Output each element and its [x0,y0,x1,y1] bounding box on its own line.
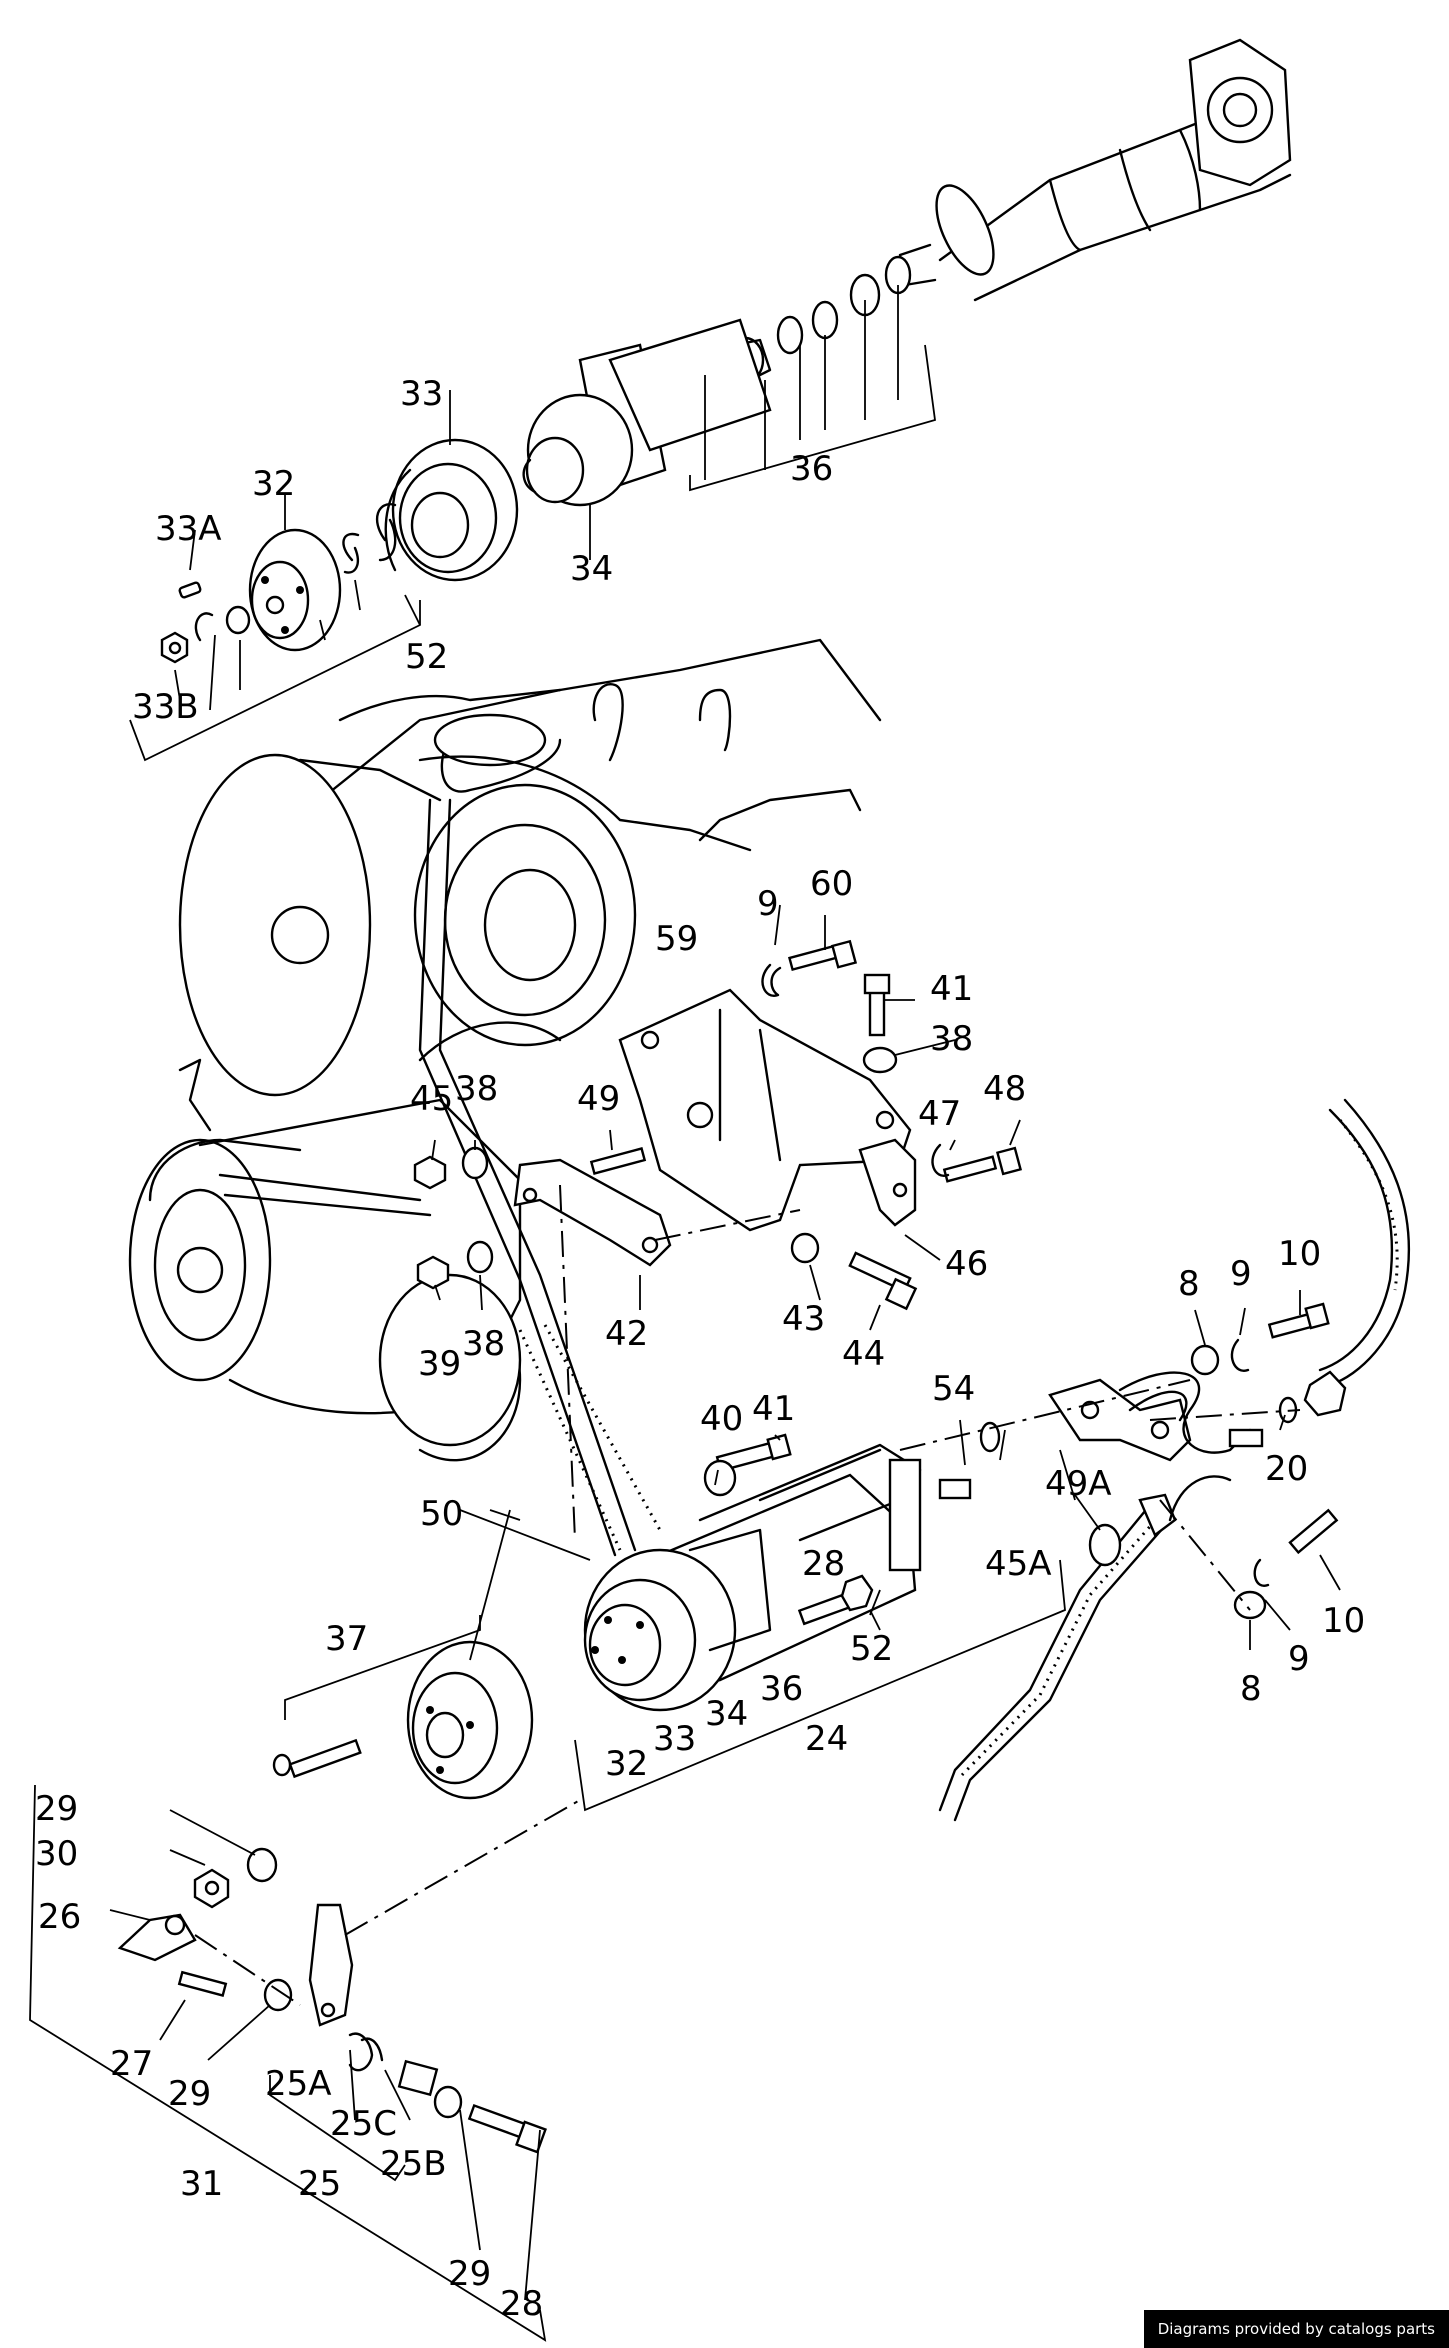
callout-52-top: 52 [405,637,448,677]
callout-43: 43 [782,1299,825,1339]
callout-46: 46 [945,1244,988,1284]
callout-33a: 33A [155,509,222,549]
leader-dashes [194,1184,1301,2006]
callout-29a: 29 [35,1789,78,1829]
callout-41b: 41 [752,1389,795,1429]
callout-27: 27 [110,2044,153,2084]
callout-10a: 10 [1278,1234,1321,1274]
callout-26: 26 [38,1897,81,1937]
callout-59: 59 [655,919,698,959]
callout-10b: 10 [1322,1601,1365,1641]
callout-25c: 25C [330,2104,397,2144]
callout-39: 39 [418,1344,461,1384]
callout-47: 47 [918,1094,961,1134]
callout-33c: 33 [653,1719,696,1759]
callout-8b: 8 [1240,1669,1262,1709]
coil-housing [522,318,772,507]
bracket-46 [858,1138,917,1227]
callout-9b: 9 [1230,1254,1252,1294]
tensioner-assembly [117,1847,547,2154]
callout-25b: 25B [380,2144,447,2184]
callout-36-top: 36 [790,449,833,489]
callout-9a: 9 [757,884,779,924]
callout-32: 32 [252,464,295,504]
callout-25: 25 [298,2164,341,2204]
callout-28b: 28 [500,2284,543,2324]
bracket-31 [29,1784,547,2342]
callout-45a: 45A [985,1544,1052,1584]
callout-45: 45 [410,1079,453,1119]
leader-lines [109,904,1341,2301]
callout-20: 20 [1265,1449,1308,1489]
callout-40: 40 [700,1399,743,1439]
callout-33: 33 [400,374,443,414]
callout-49: 49 [577,1079,620,1119]
pulley-37 [272,1640,534,1800]
callout-49a: 49A [1045,1464,1112,1504]
bracket-52 [129,600,421,762]
callout-labels: 33A 32 33 34 36 52 33B 9 60 59 41 38 45 … [35,374,1365,2324]
callout-32b: 32 [605,1744,648,1784]
refrigerant-hoses [938,1098,1411,1822]
callout-29b: 29 [168,2074,211,2114]
callout-30: 30 [35,1834,78,1874]
callout-28a: 28 [802,1544,845,1584]
callout-34b: 34 [705,1694,748,1734]
callout-31: 31 [180,2164,223,2204]
bracket-42 [513,1158,672,1267]
callout-50: 50 [420,1494,463,1534]
compressor [583,1443,922,1712]
callout-33b: 33B [132,687,199,727]
callout-24: 24 [805,1719,848,1759]
shaft-housing [898,38,1292,302]
bracket-25 [269,2075,406,2182]
right-hardware [1190,1302,1339,1620]
callout-25a: 25A [265,2064,332,2104]
callout-36b: 36 [760,1669,803,1709]
engine-block [128,638,882,1462]
callout-38a: 38 [930,1019,973,1059]
callout-54: 54 [932,1369,975,1409]
callout-41a: 41 [930,969,973,1009]
callout-29c: 29 [448,2254,491,2294]
callout-38b: 38 [455,1069,498,1109]
callout-8a: 8 [1178,1264,1200,1304]
hub-32 [248,528,342,652]
bracket-36 [689,344,936,492]
bracket-59 [618,988,912,1232]
callout-52b: 52 [850,1629,893,1669]
pulley-33 [384,438,519,582]
small-parts-33 [160,581,251,664]
callout-9c: 9 [1288,1639,1310,1679]
watermark-credit: Diagrams provided by catalogs parts [1143,2310,1449,2348]
bracket-24 [574,1559,1066,1812]
callout-34: 34 [570,549,613,589]
snap-rings-52 [342,503,397,574]
callout-60: 60 [810,864,853,904]
callout-37: 37 [325,1619,368,1659]
callout-42: 42 [605,1314,648,1354]
callout-48: 48 [983,1069,1026,1109]
hardware-bolts [413,939,1023,1626]
callout-44: 44 [842,1334,885,1374]
callout-38c: 38 [462,1324,505,1364]
